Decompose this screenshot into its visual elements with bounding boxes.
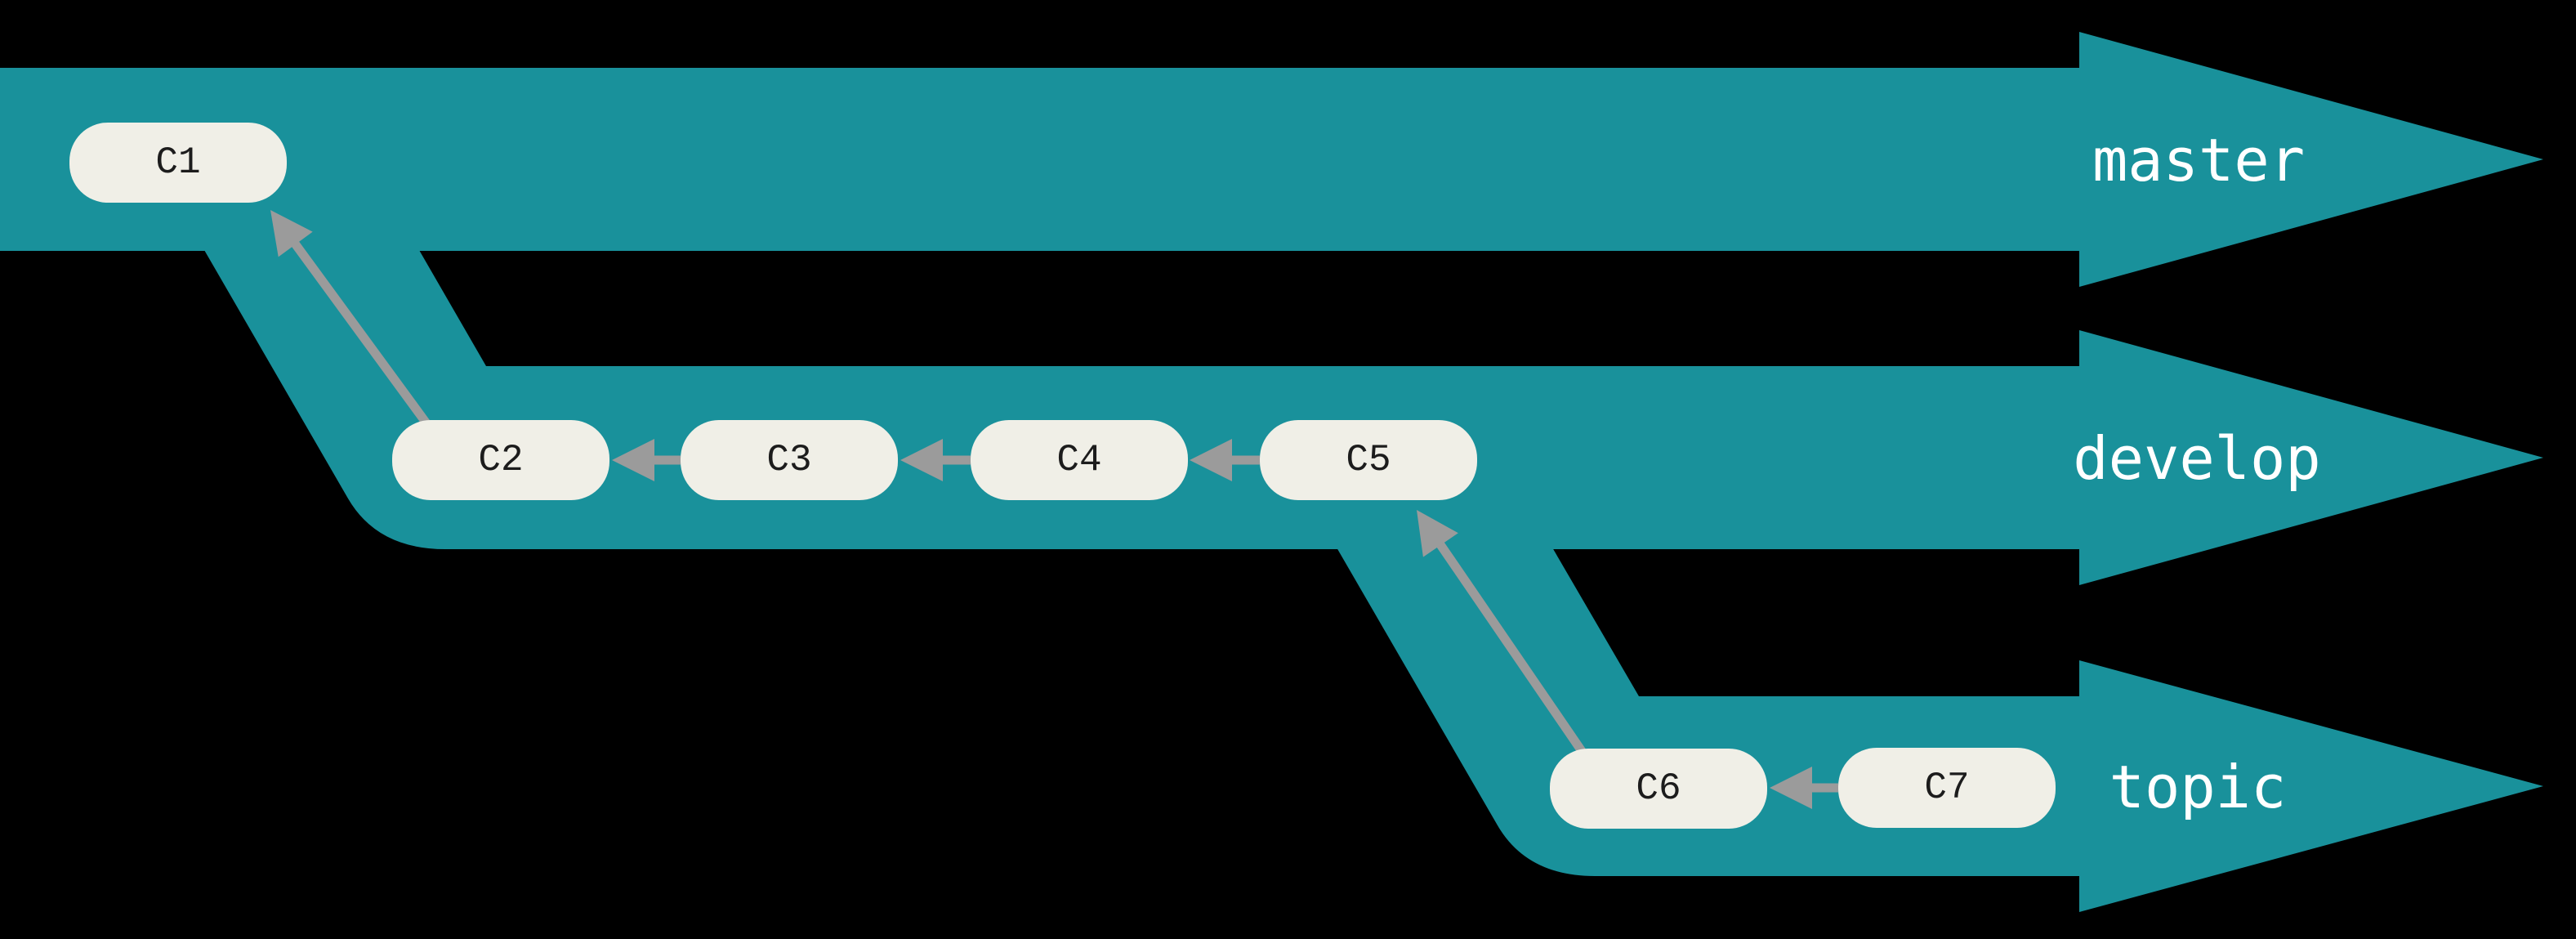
commit-node-c4 — [971, 420, 1188, 500]
branch-label-master: master — [2092, 126, 2305, 195]
edge-shaft — [1434, 538, 1587, 757]
edge-c5-to-c4 — [1190, 439, 1260, 481]
branch-label-develop: develop — [2073, 424, 2320, 493]
edge-arrowhead-icon — [900, 439, 943, 481]
edge-c6-to-c5 — [1417, 510, 1587, 757]
commit-label-c7: C7 — [1924, 767, 1969, 809]
edge-arrowhead-icon — [612, 439, 654, 481]
edge-shaft — [288, 237, 431, 427]
edge-arrowhead-icon — [1417, 510, 1458, 557]
branch-band-topic-arrow — [1337, 548, 2543, 912]
commit-label-c2: C2 — [478, 439, 523, 481]
commit-node-c3 — [681, 420, 898, 500]
commit-node-c1 — [69, 123, 287, 203]
edge-c3-to-c2 — [612, 439, 681, 481]
commit-label-c6: C6 — [1636, 767, 1681, 810]
commit-node-c7 — [1838, 748, 2056, 828]
commit-label-c5: C5 — [1346, 439, 1391, 481]
commit-node-c2 — [392, 420, 609, 500]
edge-c7-to-c6 — [1770, 767, 1838, 809]
branch-label-topic: topic — [2109, 753, 2287, 821]
edge-arrowhead-icon — [270, 210, 313, 257]
commit-node-c6 — [1550, 749, 1767, 829]
commit-label-c3: C3 — [766, 439, 811, 481]
branch-band-develop-arrow — [204, 250, 2543, 585]
edge-arrowhead-icon — [1770, 767, 1812, 809]
edge-arrowhead-icon — [1190, 439, 1232, 481]
commit-label-c4: C4 — [1056, 439, 1101, 481]
branch-band-master-arrow — [0, 32, 2543, 287]
commit-label-c1: C1 — [155, 141, 200, 184]
commit-node-c5 — [1260, 420, 1477, 500]
edge-c2-to-c1 — [270, 210, 431, 427]
edge-c4-to-c3 — [900, 439, 971, 481]
